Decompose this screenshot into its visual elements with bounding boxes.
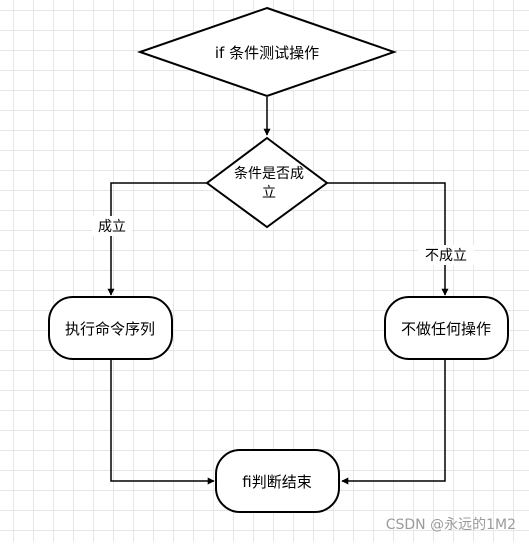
decision-text-line-2: 立 [262,185,276,201]
execute-commands-node [48,296,173,360]
end-text: fi判断结束 [242,473,311,491]
edge-decision-to-action [107,182,207,296]
yes-label-background [92,216,132,236]
edge-decision-to-noop [327,182,449,296]
watermark-text: CSDN @永远的1M2 [385,517,516,533]
edge-noop-to-end [341,360,446,485]
execute-commands-text: 执行命令序列 [65,320,155,338]
end-node [215,449,340,513]
decision-text-line-1: 条件是否成 [234,165,304,182]
no-operation-node [384,296,509,360]
no-operation-text: 不做任何操作 [401,320,491,338]
edge-label-no: 不成立 [425,248,467,264]
start-condition-node [136,6,398,98]
decision-node [205,136,329,229]
start-condition-text: if 条件测试操作 [215,44,319,62]
edge-action-to-end [110,360,215,485]
edge-label-yes: 成立 [98,219,126,235]
no-label-background [418,245,474,265]
